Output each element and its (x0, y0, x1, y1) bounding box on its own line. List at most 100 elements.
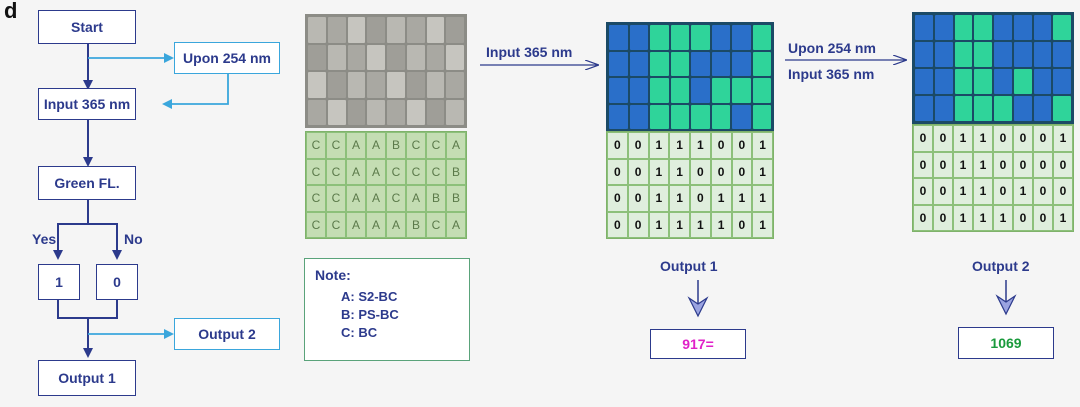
yes-label: Yes (32, 231, 57, 247)
output2-value: 1069 (990, 335, 1022, 351)
step1-arrow-label: Input 365 nm (486, 44, 573, 60)
bit-cell: 0 (690, 158, 711, 185)
photo-cell (1053, 42, 1071, 67)
bit-cell: 0 (1013, 125, 1033, 152)
note-item-a: A: S2-BC (341, 289, 398, 304)
bit-cell: 0 (731, 158, 753, 185)
bit-cell: 1 (973, 178, 993, 205)
photo-cell (609, 25, 628, 50)
photo-cell (711, 104, 730, 129)
photo-cell (446, 17, 464, 43)
photo-cell (670, 51, 689, 76)
photo-cell (609, 51, 628, 76)
bit-cell: 0 (627, 211, 649, 238)
output2-value-box: 1069 (958, 327, 1054, 359)
bit-cell: 0 (1033, 178, 1053, 205)
photo-cell (629, 104, 648, 129)
bit-cell: 1 (752, 211, 773, 238)
photo-cell (974, 96, 992, 121)
photo-cell (974, 69, 992, 94)
photo-cell (670, 78, 689, 103)
letter-cell: C (326, 211, 346, 238)
down-arrow-output2 (995, 280, 1017, 316)
letter-cell: C (426, 211, 446, 238)
bit-cell: 0 (627, 185, 649, 212)
photo-cell (934, 69, 953, 94)
bit-cell: 1 (953, 125, 973, 152)
photo-cell (347, 17, 366, 43)
photo-cell (1013, 42, 1032, 67)
bit-cell: 0 (993, 178, 1013, 205)
photo-cell (609, 104, 628, 129)
letter-cell: C (386, 158, 406, 185)
one-box: 1 (38, 264, 80, 300)
letter-cell: A (406, 185, 426, 212)
note-box: Note: A: S2-BC B: PS-BC C: BC (304, 258, 470, 361)
photo-cell (367, 72, 385, 98)
photo-cell (1053, 96, 1071, 121)
photo-cell (327, 72, 346, 98)
photo-cell (327, 99, 346, 125)
output-2-box: Output 2 (174, 318, 280, 350)
step2-arrow-label-top: Upon 254 nm (788, 40, 876, 56)
photo-cell (994, 96, 1012, 121)
bit-cell: 0 (933, 178, 953, 205)
photo-cell (347, 72, 366, 98)
bit-cell: 0 (710, 158, 732, 185)
photo-cell (752, 25, 771, 50)
photo-cell (426, 17, 445, 43)
start-box: Start (38, 10, 136, 44)
bit-cell: 1 (710, 185, 732, 212)
bit-cell: 1 (973, 151, 993, 178)
bit-cell: 0 (690, 185, 711, 212)
photo-cell (1033, 69, 1052, 94)
bit-cell: 1 (648, 185, 670, 212)
photo-cell (327, 44, 346, 70)
letter-cell: A (446, 211, 466, 238)
bit-cell: 0 (1033, 204, 1053, 231)
photo-cell (915, 42, 933, 67)
letter-cell: B (446, 158, 466, 185)
photo-cell (650, 51, 669, 76)
photo-cell (1033, 96, 1052, 121)
photo-cell (752, 51, 771, 76)
photo-cell (732, 78, 751, 103)
letter-cell: C (326, 158, 346, 185)
bit-cell: 0 (607, 185, 628, 212)
bit-cell: 1 (690, 132, 711, 159)
photo-cell (732, 104, 751, 129)
photo-cell (691, 51, 710, 76)
photo-cell (650, 25, 669, 50)
photo-cell (1013, 15, 1032, 40)
letter-cell: A (366, 158, 386, 185)
bit-cell: 1 (690, 211, 711, 238)
letter-cell: C (386, 185, 406, 212)
photo-cell (691, 104, 710, 129)
bit-cell: 0 (1013, 204, 1033, 231)
photo-cell (1013, 69, 1032, 94)
bit-cell: 1 (731, 185, 753, 212)
bit-cell: 1 (1013, 178, 1033, 205)
photo-cell (711, 51, 730, 76)
bit-cell: 0 (627, 158, 649, 185)
photo-cell (1033, 42, 1052, 67)
photo-cell (752, 78, 771, 103)
bit-cell: 0 (933, 151, 953, 178)
step2-arrow-label-bottom: Input 365 nm (788, 66, 875, 82)
letter-cell: A (366, 211, 386, 238)
bit-cell: 0 (933, 125, 953, 152)
photo-cell (732, 25, 751, 50)
bit-cell: 0 (913, 204, 933, 231)
bit-cell: 0 (1033, 151, 1053, 178)
photo-cell (711, 25, 730, 50)
photo-cell (426, 72, 445, 98)
photo-cell (650, 78, 669, 103)
photo-cell (308, 99, 326, 125)
bit-cell: 0 (1053, 151, 1073, 178)
photo-cell (974, 42, 992, 67)
letter-cell: A (366, 132, 386, 159)
letter-cell: C (426, 158, 446, 185)
output2-label: Output 2 (972, 258, 1030, 274)
photo-cell (446, 44, 464, 70)
